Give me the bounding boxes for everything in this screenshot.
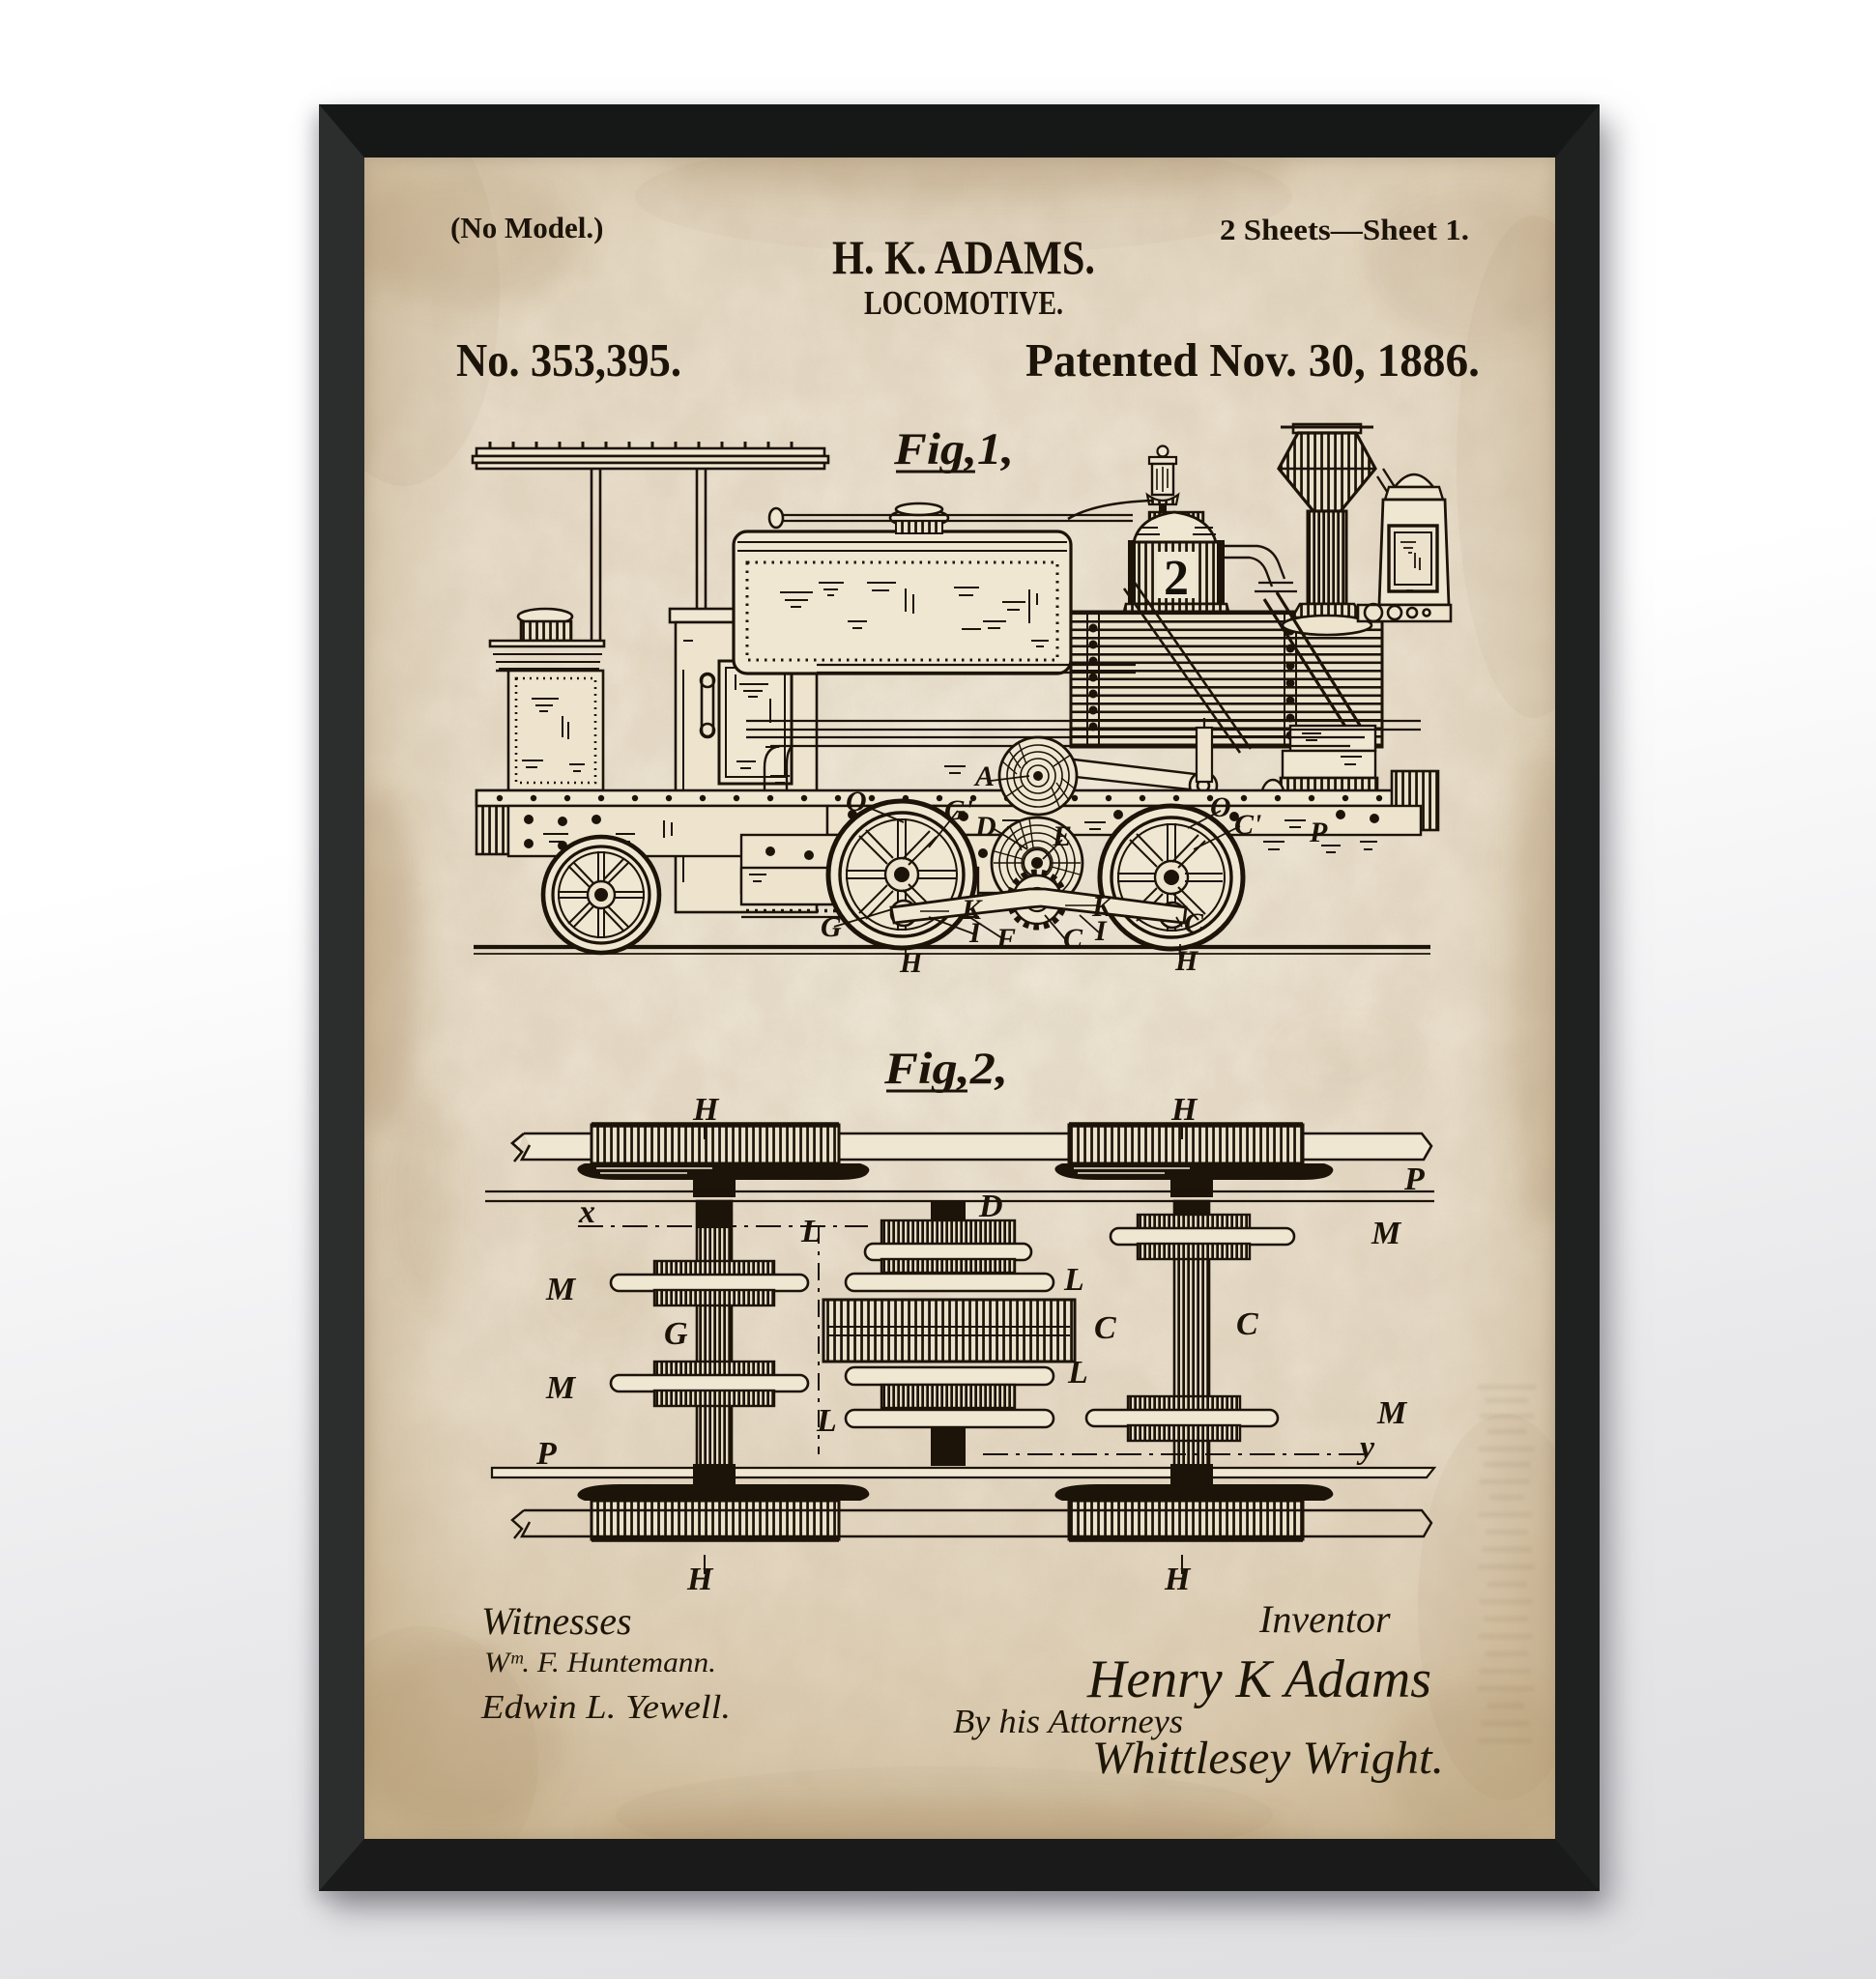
svg-text:K: K	[961, 894, 983, 926]
svg-text:C: C	[1236, 1306, 1258, 1342]
svg-text:P: P	[535, 1436, 557, 1472]
svg-text:Fig,1,: Fig,1,	[893, 424, 1014, 474]
svg-text:Fig,2,: Fig,2,	[883, 1044, 1008, 1094]
svg-text:L: L	[1067, 1355, 1088, 1391]
svg-text:y: y	[1356, 1430, 1375, 1466]
svg-text:Inventor: Inventor	[1258, 1597, 1391, 1641]
svg-text:K: K	[1091, 891, 1113, 923]
svg-text:G: G	[664, 1316, 688, 1352]
svg-text:C: C	[1094, 1310, 1116, 1346]
svg-text:2 Sheets—Sheet 1.: 2 Sheets—Sheet 1.	[1220, 213, 1469, 246]
svg-text:O: O	[846, 786, 867, 817]
svg-text:Edwin L. Yewell.: Edwin L. Yewell.	[480, 1688, 731, 1726]
svg-text:By his Attorneys: By his Attorneys	[953, 1703, 1183, 1740]
svg-text:M: M	[545, 1370, 577, 1406]
svg-text:I: I	[1094, 915, 1108, 947]
svg-text:P: P	[1309, 817, 1328, 848]
svg-text:D: D	[974, 811, 996, 843]
svg-text:P: P	[1403, 1162, 1425, 1197]
svg-text:C: C	[1184, 907, 1204, 939]
svg-text:L: L	[1063, 1262, 1084, 1298]
svg-text:Whittlesey Wright.: Whittlesey Wright.	[1092, 1733, 1444, 1784]
svg-text:L: L	[800, 1214, 822, 1249]
svg-text:H: H	[686, 1562, 714, 1597]
svg-text:H: H	[692, 1092, 720, 1128]
svg-text:D: D	[978, 1189, 1003, 1224]
svg-text:H: H	[1164, 1562, 1192, 1597]
svg-text:(No Model.): (No Model.)	[450, 211, 603, 244]
svg-text:H. K. ADAMS.: H. K. ADAMS.	[832, 230, 1095, 284]
svg-text:Witnesses: Witnesses	[481, 1599, 632, 1643]
svg-text:x: x	[578, 1194, 595, 1230]
svg-text:H: H	[1174, 945, 1199, 977]
svg-text:H: H	[1170, 1092, 1198, 1128]
svg-text:LOCOMOTIVE.: LOCOMOTIVE.	[864, 284, 1063, 322]
svg-text:O: O	[1210, 791, 1231, 823]
svg-text:G: G	[821, 911, 842, 943]
svg-text:M: M	[545, 1272, 577, 1307]
svg-text:M: M	[1376, 1395, 1408, 1431]
svg-text:Henry K Adams: Henry K Adams	[1086, 1649, 1431, 1709]
svg-text:Patented Nov. 30, 1886.: Patented Nov. 30, 1886.	[1025, 333, 1480, 387]
svg-text:C: C	[1063, 923, 1083, 955]
svg-text:H: H	[899, 947, 924, 979]
svg-text:A: A	[973, 760, 995, 792]
svg-text:I: I	[968, 917, 982, 949]
svg-text:Wᵐ. F. Huntemann.: Wᵐ. F. Huntemann.	[484, 1647, 716, 1678]
svg-text:M: M	[1371, 1216, 1402, 1251]
svg-text:No. 353,395.: No. 353,395.	[456, 333, 681, 387]
svg-text:L: L	[816, 1403, 837, 1439]
svg-text:Cʹ: Cʹ	[1234, 809, 1261, 841]
svg-text:2: 2	[1164, 551, 1189, 606]
svg-text:F: F	[996, 923, 1016, 955]
